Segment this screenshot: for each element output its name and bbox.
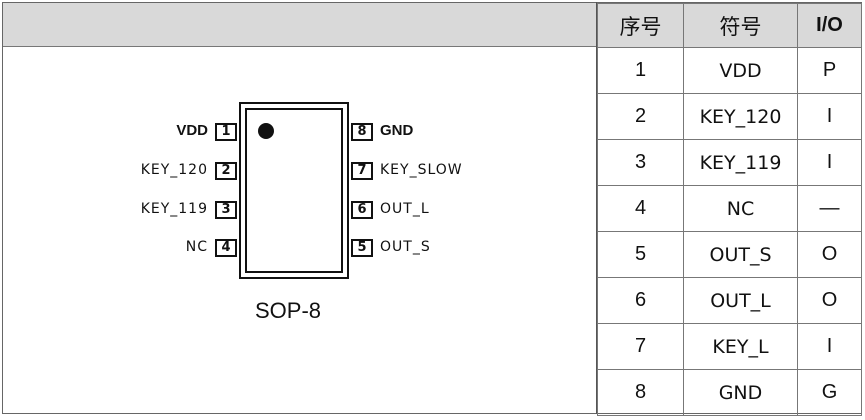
- table-row: 2 KEY_120 I: [597, 93, 862, 140]
- pin-label-gnd: GND: [380, 122, 414, 139]
- pin-box-7: [351, 162, 373, 180]
- pin-box-8: [351, 123, 373, 141]
- cell-number: 4: [597, 185, 684, 232]
- diagram-header-band: [3, 3, 596, 47]
- pin-number-7: 7: [357, 163, 367, 178]
- panel-divider: [596, 2, 597, 414]
- cell-number: 8: [597, 369, 684, 416]
- pin-box-6: [351, 201, 373, 219]
- table-row: 7 KEY_L I: [597, 323, 862, 370]
- pin-box-2: [215, 162, 237, 180]
- pin-number-5: 5: [357, 240, 367, 255]
- cell-symbol: OUT_S: [683, 231, 798, 278]
- pin-box-4: [215, 239, 237, 257]
- pin-label-key-slow: KEY_SLOW: [380, 162, 463, 178]
- header-number: 序号: [597, 3, 684, 48]
- table-header-row: 序号 符号 I/O: [597, 3, 862, 48]
- cell-symbol: KEY_119: [683, 139, 798, 186]
- cell-number: 3: [597, 139, 684, 186]
- package-name: SOP-8: [255, 298, 322, 323]
- pin-number-1: 1: [221, 124, 231, 139]
- pin-number-6: 6: [357, 202, 367, 217]
- table-row: 5 OUT_S O: [597, 231, 862, 278]
- sop8-package-drawing: [215, 102, 373, 279]
- pin-number-3: 3: [221, 202, 231, 217]
- cell-number: 1: [597, 47, 684, 94]
- pin-box-5: [351, 239, 373, 257]
- cell-io: P: [797, 47, 862, 94]
- cell-io: O: [797, 231, 862, 278]
- table-row: 1 VDD P: [597, 47, 862, 94]
- pin-label-out-s: OUT_S: [380, 239, 431, 255]
- pin-label-out-l: OUT_L: [380, 201, 430, 217]
- cell-io: I: [797, 139, 862, 186]
- cell-io: I: [797, 93, 862, 140]
- pin-label-nc: NC: [185, 239, 208, 255]
- cell-number: 5: [597, 231, 684, 278]
- pin-label-key119: KEY_119: [140, 201, 208, 217]
- cell-symbol: NC: [683, 185, 798, 232]
- table-row: 4 NC —: [597, 185, 862, 232]
- table-row: 3 KEY_119 I: [597, 139, 862, 186]
- cell-symbol: KEY_120: [683, 93, 798, 140]
- cell-io: O: [797, 277, 862, 324]
- cell-io: —: [797, 185, 862, 232]
- cell-symbol: VDD: [683, 47, 798, 94]
- cell-symbol: KEY_L: [683, 323, 798, 370]
- pin1-dot-icon: [258, 123, 274, 139]
- table-row: 8 GND G: [597, 369, 862, 416]
- outer-frame: [2, 2, 862, 414]
- table-row: 6 OUT_L O: [597, 277, 862, 324]
- pin-number-4: 4: [221, 240, 231, 255]
- pin-table: 序号 符号 I/O 1 VDD P 2 KEY_120 I 3 KEY_119 …: [597, 3, 862, 416]
- pin-box-3: [215, 201, 237, 219]
- cell-number: 6: [597, 277, 684, 324]
- pin-number-8: 8: [357, 124, 367, 139]
- cell-io: I: [797, 323, 862, 370]
- chip-body-inner: [245, 108, 343, 273]
- pin-label-key120: KEY_120: [140, 162, 208, 178]
- cell-io: G: [797, 369, 862, 416]
- header-io: I/O: [797, 3, 862, 48]
- header-symbol: 符号: [683, 3, 798, 48]
- cell-symbol: OUT_L: [683, 277, 798, 324]
- pin-box-1: [215, 123, 237, 141]
- pin-label-vdd: VDD: [176, 122, 208, 139]
- cell-number: 2: [597, 93, 684, 140]
- pin-number-2: 2: [221, 163, 231, 178]
- cell-symbol: GND: [683, 369, 798, 416]
- cell-number: 7: [597, 323, 684, 370]
